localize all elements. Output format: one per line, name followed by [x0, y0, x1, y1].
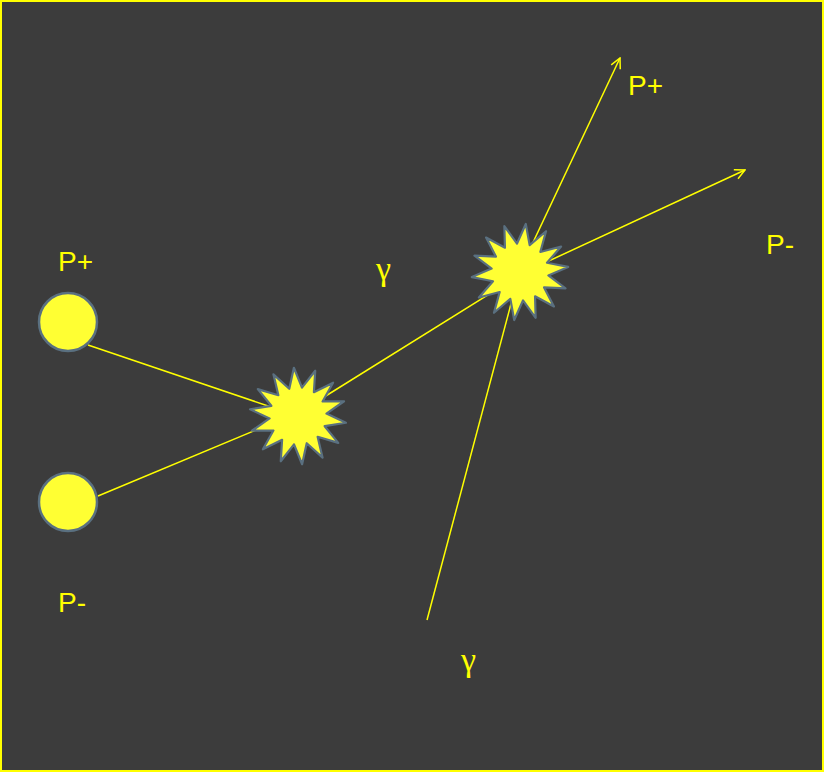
particle-circle: P- — [37, 471, 99, 533]
particle-track — [525, 170, 745, 272]
photon-label: γ — [461, 641, 476, 679]
collision-burst — [244, 363, 353, 470]
particle-dot — [39, 293, 97, 351]
particle-track — [88, 345, 280, 410]
particle-label: P+ — [58, 246, 93, 278]
particle-circle: P+ — [37, 291, 99, 353]
particle-dot — [39, 473, 97, 531]
particle-label: P- — [58, 587, 86, 619]
particle-track — [520, 58, 620, 270]
particle-label: P- — [766, 229, 794, 261]
photon-track — [427, 285, 516, 620]
particle-shape — [37, 291, 99, 353]
collision-burst — [467, 220, 573, 324]
particle-shape — [37, 471, 99, 533]
particle-label: P+ — [628, 70, 663, 102]
photon-label: γ — [376, 250, 391, 288]
